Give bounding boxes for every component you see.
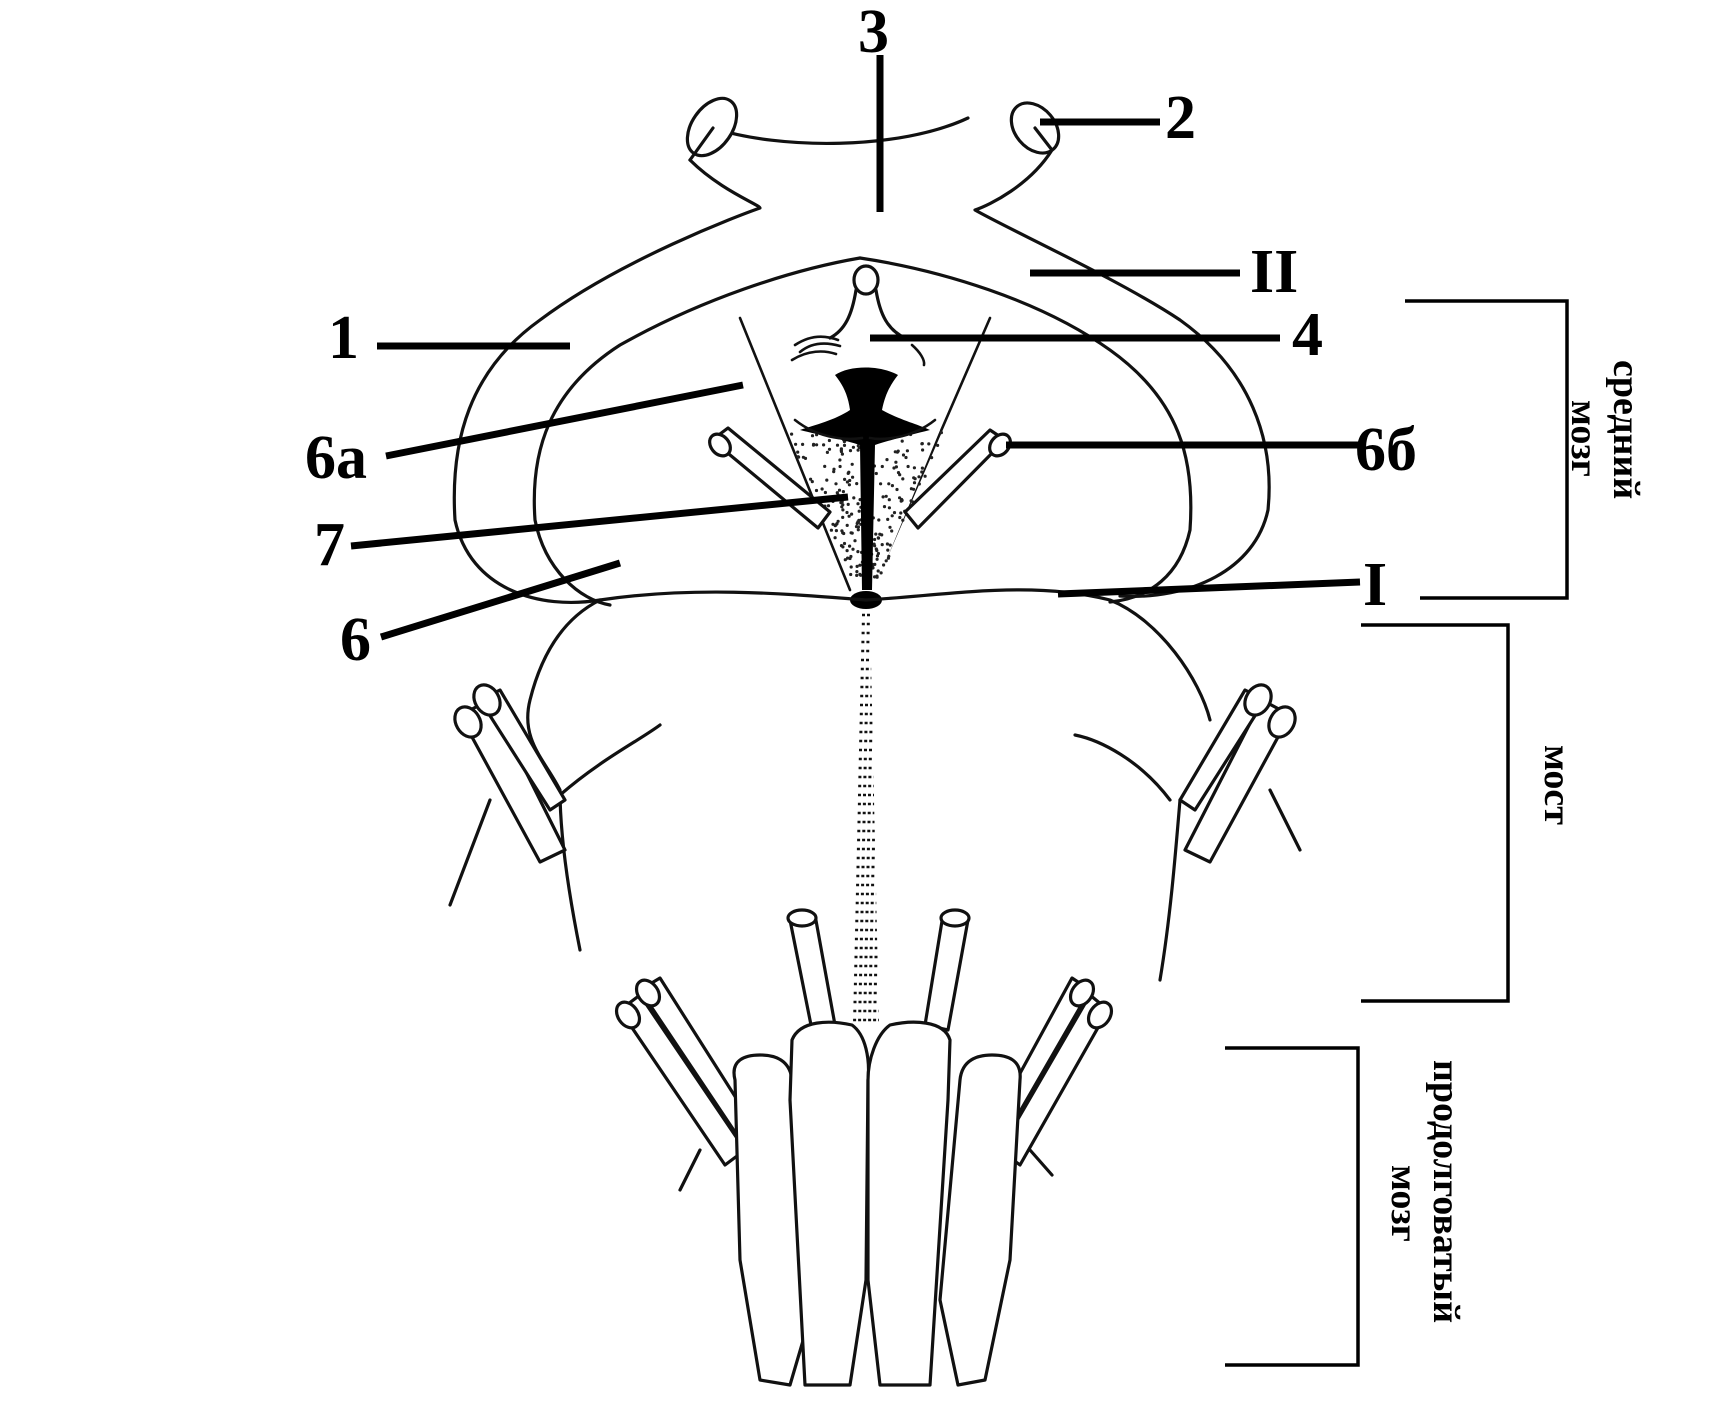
bracket-midbrain <box>1405 299 1569 600</box>
region-brackets <box>1225 299 1569 1367</box>
label-2: 2 <box>1165 84 1196 152</box>
posterior-perforated-substance <box>790 367 944 609</box>
label-3: 3 <box>858 0 889 66</box>
label-7: 7 <box>314 511 345 579</box>
label-6b: 6б <box>1355 416 1417 484</box>
region-midbrain-2: мозг <box>1563 400 1605 477</box>
leader-lines <box>350 55 1361 641</box>
region-medulla-2: мозг <box>1383 1165 1425 1242</box>
medulla-oblongata <box>614 908 1114 1387</box>
leader-6 <box>379 559 622 641</box>
leader-6a <box>385 381 744 460</box>
label-I: I <box>1363 551 1387 619</box>
label-6a: 6а <box>305 424 367 492</box>
region-midbrain-1: средний <box>1605 360 1647 499</box>
label-1: 1 <box>328 304 359 372</box>
bracket-pons <box>1361 623 1510 1003</box>
leader-I <box>1057 578 1361 598</box>
region-pons: мост <box>1536 745 1578 825</box>
label-6: 6 <box>340 606 371 674</box>
number-labels: 3 2 II 1 4 6а 6б 7 I 6 <box>305 0 1417 674</box>
region-medulla-1: продолговатый <box>1425 1060 1467 1323</box>
infundibulum <box>790 264 926 367</box>
trigeminal-nerves <box>448 683 1302 907</box>
leader-7 <box>350 493 849 550</box>
label-II: II <box>1250 238 1298 306</box>
optic-chiasm <box>452 96 1271 604</box>
region-labels: средний мозг мост продолговатый мозг <box>1383 360 1647 1323</box>
bracket-medulla <box>1225 1046 1360 1367</box>
pons <box>526 588 1212 1022</box>
label-4: 4 <box>1292 301 1323 369</box>
